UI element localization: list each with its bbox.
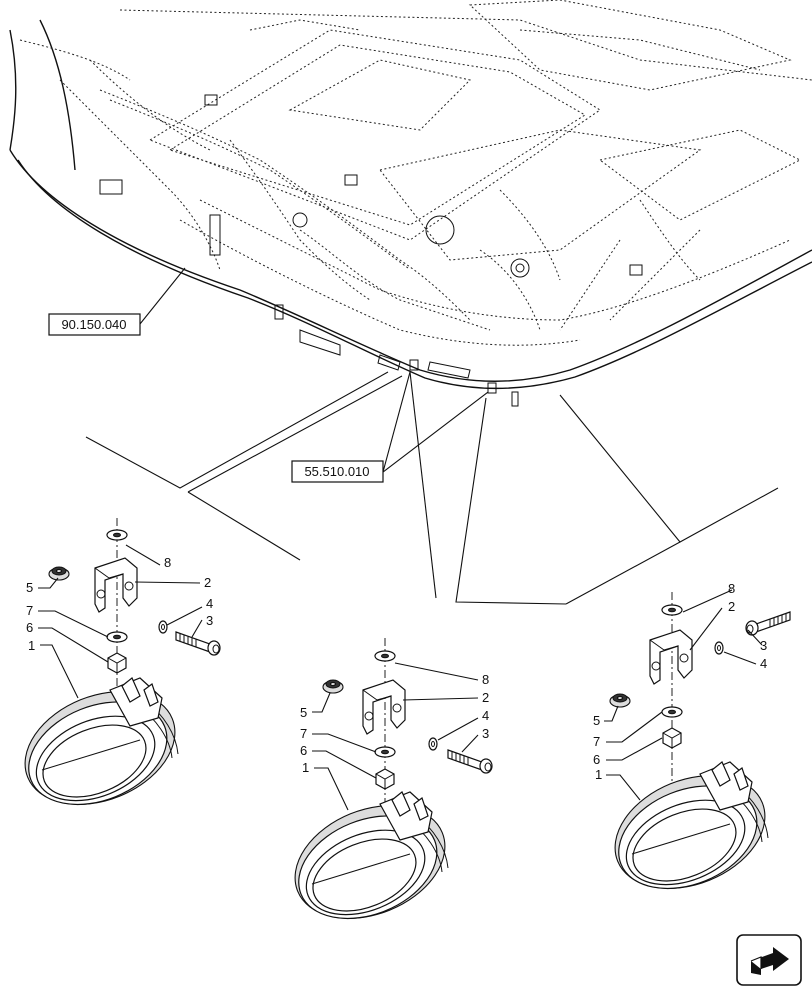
center-washer-8 bbox=[374, 650, 396, 662]
right-washer-7 bbox=[661, 706, 683, 718]
right-callout-1: 1 bbox=[595, 767, 602, 782]
left-callout-7: 7 bbox=[26, 603, 33, 618]
center-washer-4 bbox=[428, 737, 438, 751]
left-washer-8 bbox=[106, 529, 128, 541]
connection-lines bbox=[85, 371, 779, 605]
left-lamp-1 bbox=[7, 669, 193, 827]
center-callout-6: 6 bbox=[300, 743, 307, 758]
cab-reference-text: 90.150.040 bbox=[61, 317, 126, 332]
center-callout-2: 2 bbox=[482, 690, 489, 705]
left-callout-8: 8 bbox=[164, 555, 171, 570]
right-flange-nut-5 bbox=[609, 693, 631, 708]
right-lamp-1 bbox=[597, 753, 783, 911]
right-nut-6 bbox=[662, 727, 682, 749]
center-callout-4: 4 bbox=[482, 708, 489, 723]
left-lamp-assembly: 8 2 4 3 5 7 6 1 bbox=[7, 518, 221, 827]
left-washer-4 bbox=[158, 620, 168, 634]
center-nut-6 bbox=[375, 768, 395, 790]
cab-underside bbox=[9, 0, 812, 407]
left-bracket-2 bbox=[94, 557, 138, 613]
center-bolt-3 bbox=[447, 749, 493, 774]
right-callout-5: 5 bbox=[593, 713, 600, 728]
harness-reference-label[interactable]: 55.510.010 bbox=[291, 460, 384, 483]
left-callout-4: 4 bbox=[206, 596, 213, 611]
center-callout-5: 5 bbox=[300, 705, 307, 720]
right-bolt-3 bbox=[745, 611, 791, 636]
harness-reference-text: 55.510.010 bbox=[304, 464, 369, 479]
center-flange-nut-5 bbox=[322, 679, 344, 694]
center-washer-7 bbox=[374, 746, 396, 758]
left-callout-1: 1 bbox=[28, 638, 35, 653]
left-nut-6 bbox=[107, 652, 127, 674]
center-lamp-1 bbox=[277, 783, 463, 941]
right-callout-8: 8 bbox=[728, 581, 735, 596]
center-lamp-assembly: 8 2 4 3 5 7 6 1 bbox=[277, 638, 493, 941]
cab-reference-label[interactable]: 90.150.040 bbox=[48, 313, 141, 336]
left-flange-nut-5 bbox=[48, 566, 70, 581]
center-callout-3: 3 bbox=[482, 726, 489, 741]
left-callout-5: 5 bbox=[26, 580, 33, 595]
right-washer-4 bbox=[714, 641, 724, 655]
left-callout-6: 6 bbox=[26, 620, 33, 635]
right-callout-7: 7 bbox=[593, 734, 600, 749]
right-bracket-2 bbox=[649, 629, 693, 685]
center-callout-8: 8 bbox=[482, 672, 489, 687]
right-callout-2: 2 bbox=[728, 599, 735, 614]
center-callout-7: 7 bbox=[300, 726, 307, 741]
left-callout-3: 3 bbox=[206, 613, 213, 628]
right-washer-8 bbox=[661, 604, 683, 616]
right-callout-4: 4 bbox=[760, 656, 767, 671]
right-lamp-assembly: 8 2 3 4 5 7 6 1 bbox=[593, 581, 791, 911]
left-callout-2: 2 bbox=[204, 575, 211, 590]
left-bolt-3 bbox=[175, 631, 221, 656]
center-callout-1: 1 bbox=[302, 760, 309, 775]
next-page-arrow-icon[interactable] bbox=[736, 934, 802, 986]
left-washer-7 bbox=[106, 631, 128, 643]
right-callout-3: 3 bbox=[760, 638, 767, 653]
center-bracket-2 bbox=[362, 679, 406, 735]
right-callout-6: 6 bbox=[593, 752, 600, 767]
